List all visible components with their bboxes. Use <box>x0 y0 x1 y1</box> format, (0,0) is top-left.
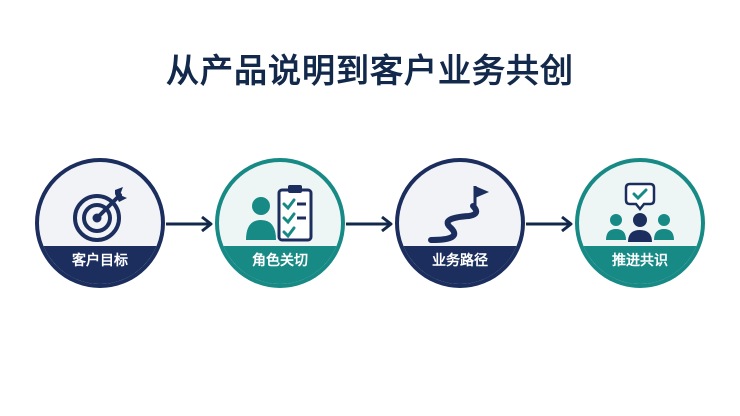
arrow-right-icon <box>166 215 213 233</box>
winding-path-flag-icon <box>399 180 521 250</box>
arrow-right-icon <box>346 215 393 233</box>
step-customer-goal: 客户目标 <box>35 158 165 288</box>
step-label: 角色关切 <box>219 246 341 284</box>
target-icon <box>39 180 161 250</box>
person-checklist-icon <box>219 180 341 250</box>
step-label: 业务路径 <box>399 246 521 284</box>
step-label: 客户目标 <box>39 246 161 284</box>
page-title: 从产品说明到客户业务共创 <box>166 51 574 90</box>
step-business-path: 业务路径 <box>395 158 525 288</box>
step-label: 推进共识 <box>579 246 701 284</box>
arrow-right-icon <box>526 215 573 233</box>
step-build-consensus: 推进共识 <box>575 158 705 288</box>
step-role-concerns: 角色关切 <box>215 158 345 288</box>
group-consensus-icon <box>579 180 701 250</box>
